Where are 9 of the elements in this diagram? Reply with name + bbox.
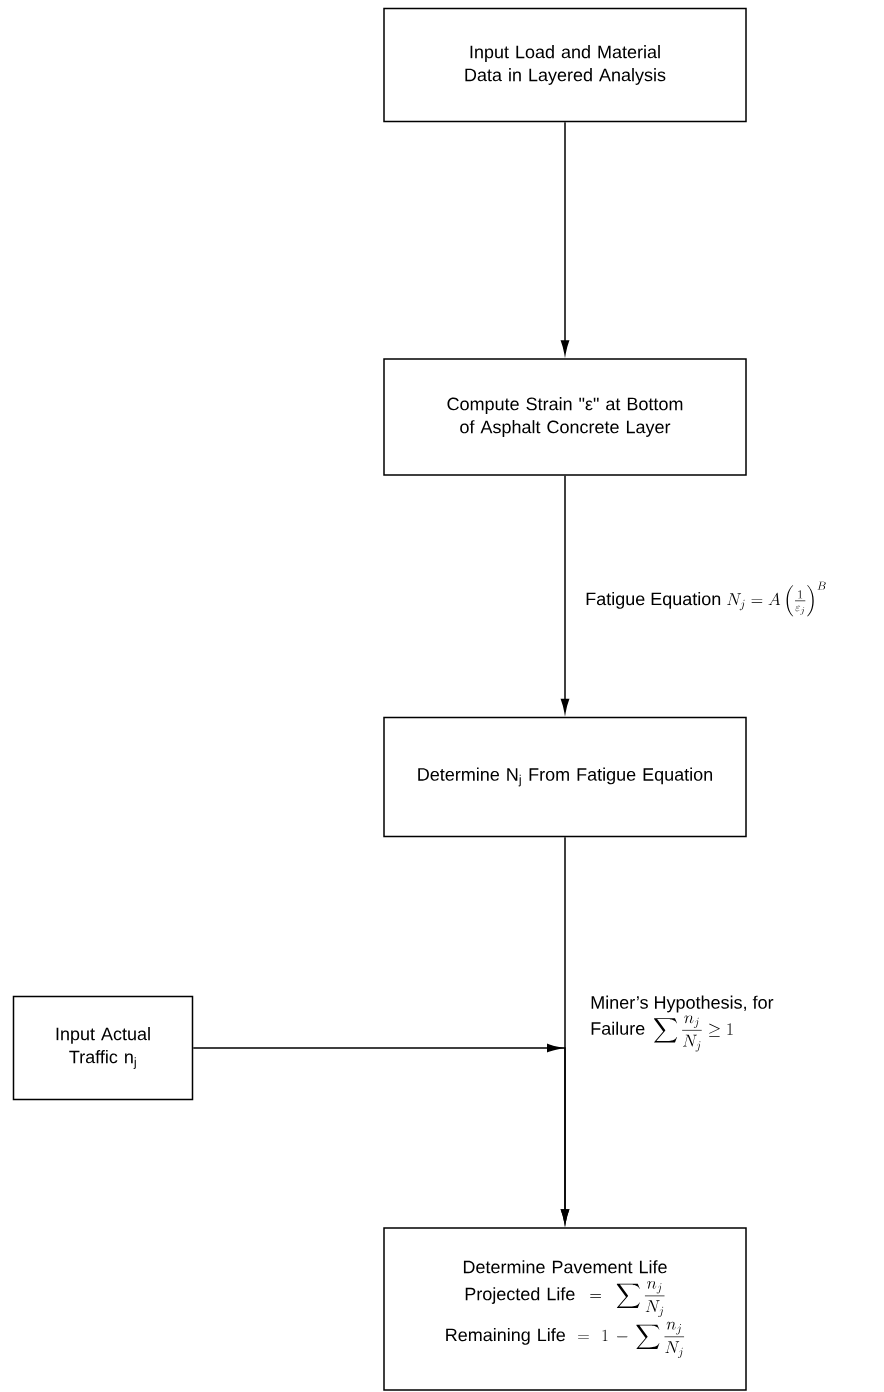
- process-box: Determine Pavement Life $\text{Projected Life} = \sum \frac{n_j}{N_j}$ $\text{Remaining Life} = 1 - \sum \frac{n_j}{N_j}$: [383, 1227, 747, 1391]
- arrow: [560, 121, 570, 355]
- edge-label: $\begin{array}{l}\text{Miner's Hypothesis, for}\\ \text{Failure } \displaystyle\sum \frac{n_j}{N_j} \geq 1\end{array}$: [583, 990, 781, 1054]
- arrow: [192, 1043, 570, 1224]
- process-box: Input Load and Material Data in Layered Analysis: [383, 7, 747, 123]
- input-box: Input Actual Traffic n$_{j}$: [12, 995, 194, 1101]
- process-box: Compute Strain "ε" at Bottom of Asphalt Concrete Layer: [383, 358, 747, 476]
- process-box: Determine N$_{j}$ From Fatigue Equation: [383, 716, 747, 838]
- edge-label: $\text{Fatigue Equation } N_j = A\left(\frac{1}{\varepsilon_j}\right)^{B}$: [583, 579, 829, 619]
